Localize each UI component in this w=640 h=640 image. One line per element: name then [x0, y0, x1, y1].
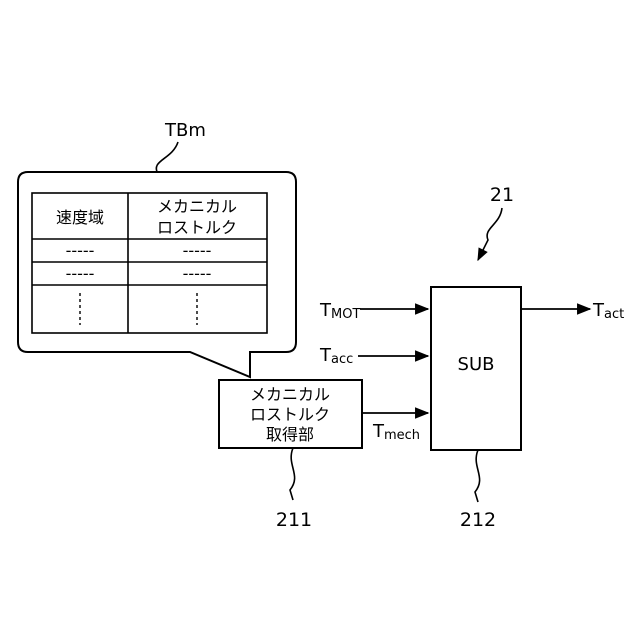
signal-t-mech: Tmech [372, 421, 420, 443]
block-212-ref-leader [475, 450, 480, 502]
table-header-loss-torque: ロストルク [157, 218, 237, 237]
table-header-mechanical: メカニカル [157, 197, 237, 216]
subtractor-block: SUB [431, 287, 521, 450]
signal-t-act: Tact [592, 300, 624, 322]
unit-ref: 21 [490, 184, 514, 206]
table-cell: ----- [183, 264, 212, 283]
unit-ref-arrow [478, 208, 502, 260]
block-211-line-1: メカニカル [250, 385, 330, 404]
mechanical-loss-torque-table: 速度域 メカニカル ロストルク ----- ----- ----- ----- [32, 193, 267, 333]
table-cell: ----- [183, 241, 212, 260]
block-211-line-2: ロストルク [250, 405, 330, 424]
block-211-ref: 211 [276, 509, 312, 531]
signal-t-mot: TMOT [319, 300, 360, 322]
callout-label: TBm [164, 120, 206, 141]
block-211-line-3: 取得部 [266, 425, 314, 444]
table-cell: ----- [66, 241, 95, 260]
block-211-ref-leader [290, 448, 295, 500]
subtractor-label: SUB [458, 354, 495, 375]
table-header-speed-range: 速度域 [56, 208, 104, 227]
table-cell: ----- [66, 264, 95, 283]
mechanical-loss-torque-acquisition-block: メカニカル ロストルク 取得部 [219, 380, 362, 448]
block-212-ref: 212 [460, 509, 496, 531]
signal-t-acc: Tacc [319, 345, 353, 367]
